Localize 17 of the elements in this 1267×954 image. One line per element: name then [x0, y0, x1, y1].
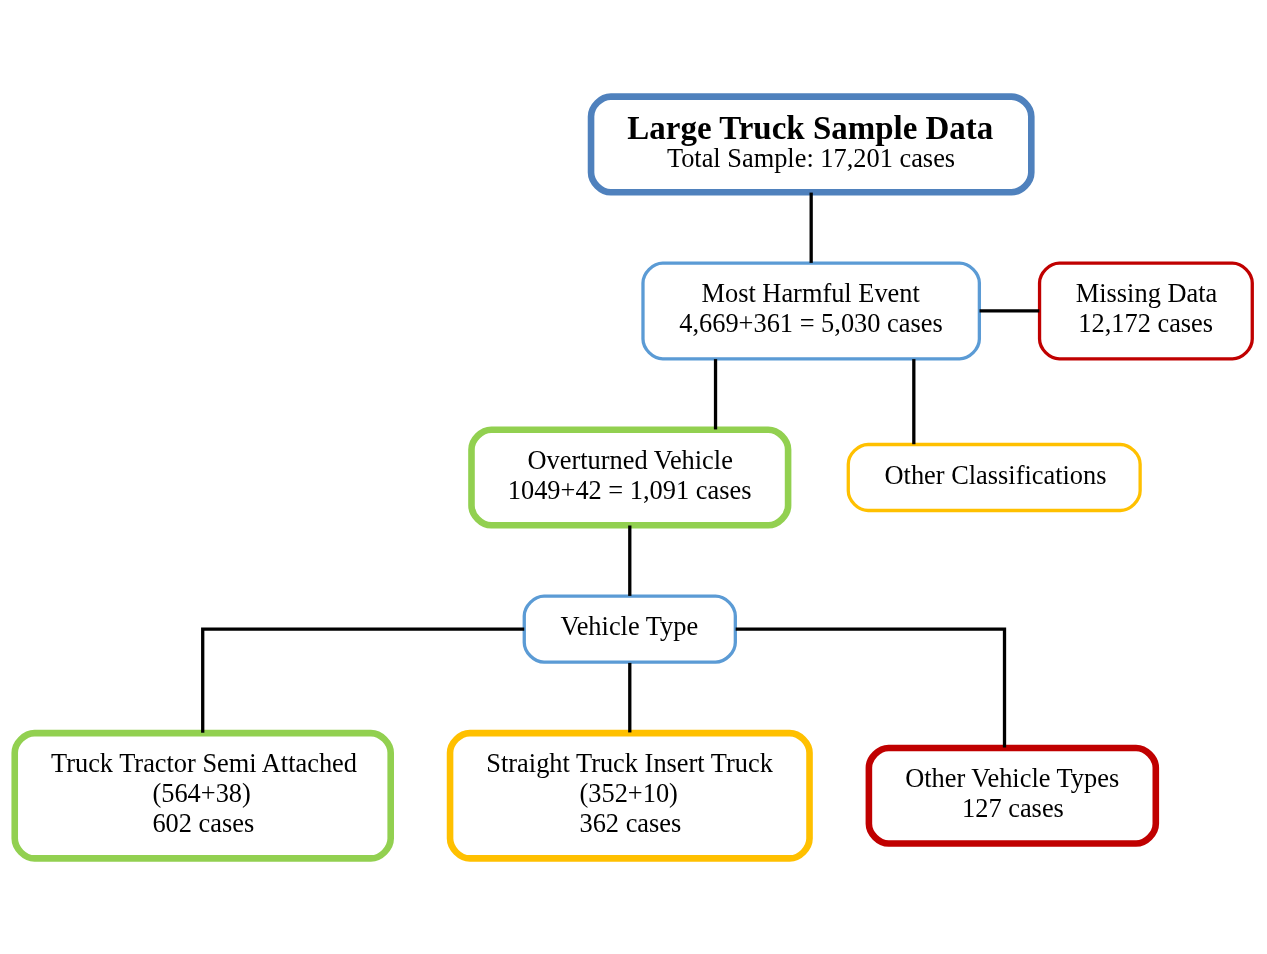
connector: [628, 525, 632, 596]
node-box: Straight Truck Insert Truck (352+10) 362 cases: [446, 729, 813, 862]
connector: [628, 662, 632, 732]
connector: [201, 627, 525, 733]
connector: [809, 192, 813, 263]
node-box: Missing Data 12,172 cases: [1037, 261, 1254, 360]
node-box: Large Truck Sample Data Total Sample: 17,201 cases: [587, 92, 1035, 196]
node-box: Other Classifications: [846, 442, 1142, 512]
node-box: Vehicle Type: [522, 594, 737, 664]
connector: [979, 308, 1040, 313]
node-box: Most Harmful Event 4,669+361 = 5,030 cases: [641, 261, 981, 360]
connector: [912, 358, 916, 444]
node-box: Other Vehicle Types 127 cases: [865, 744, 1160, 847]
connector: [713, 358, 718, 429]
node-box: Truck Tractor Semi Attached (564+38) 602 cases: [11, 729, 394, 862]
connector: [735, 627, 1007, 748]
node-box: Overturned Vehicle 1049+42 = 1,091 cases: [468, 425, 792, 529]
